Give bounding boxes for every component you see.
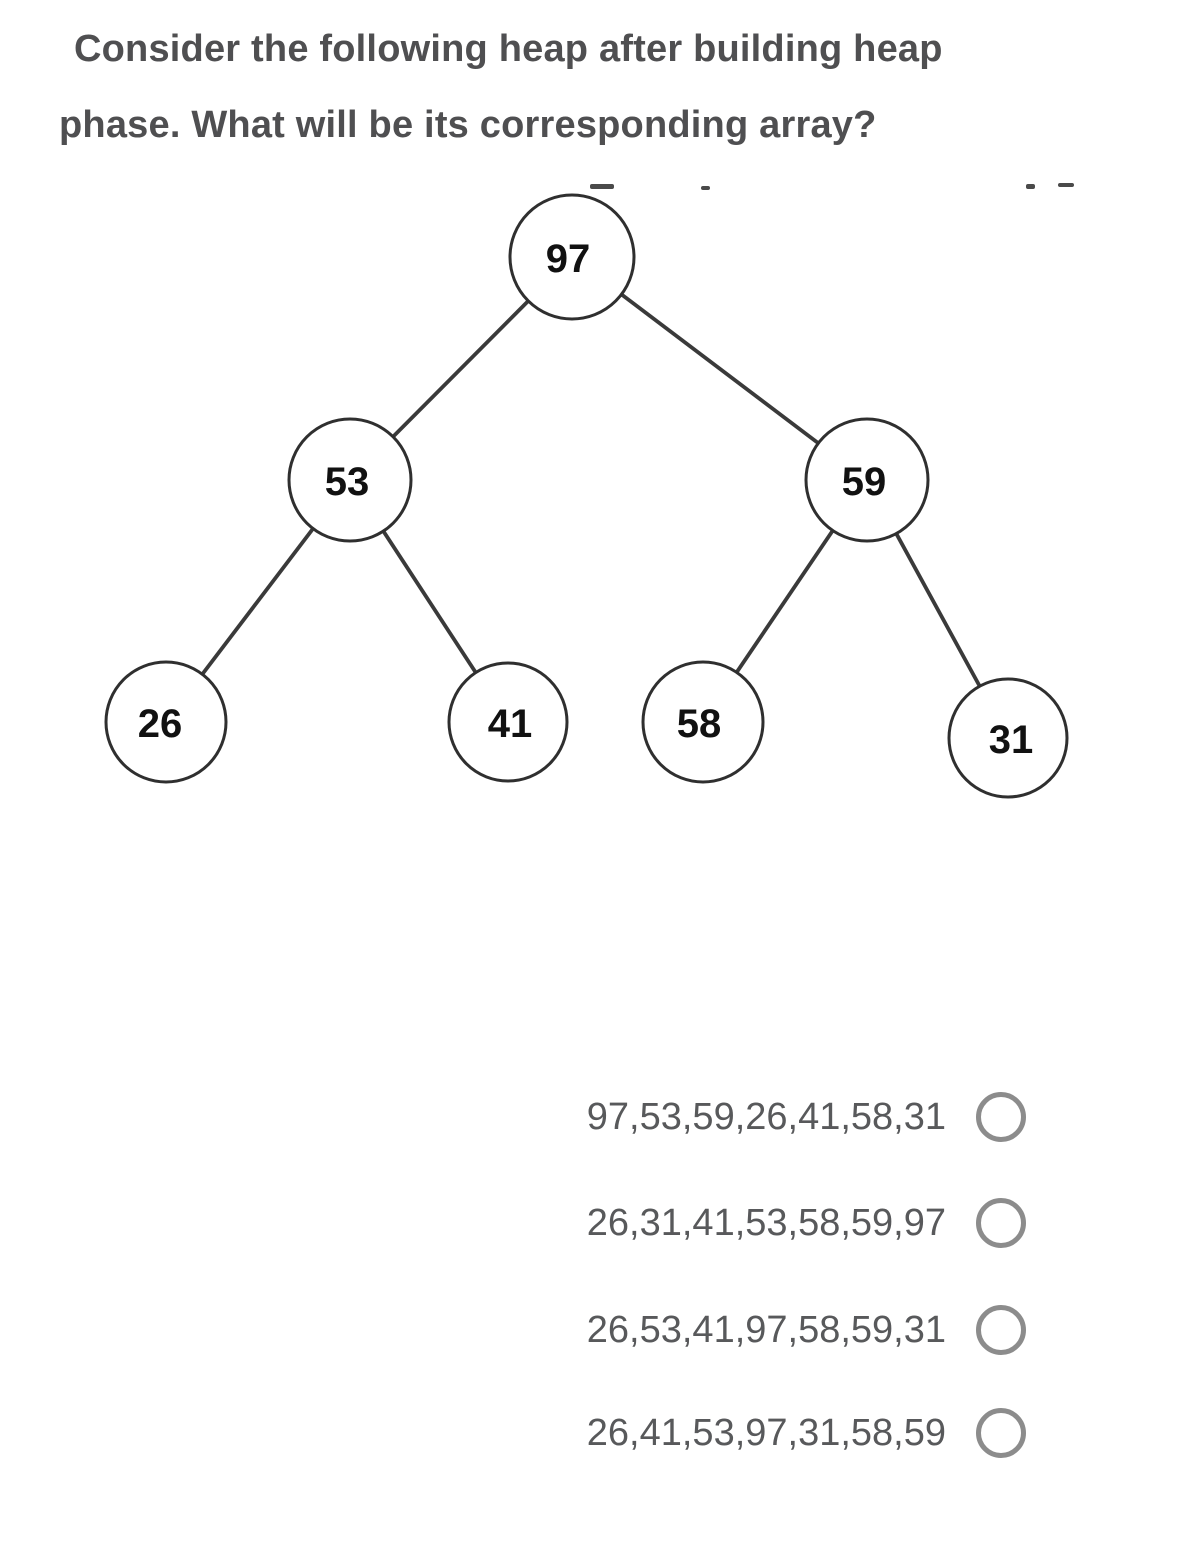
heap-node-value: 97 bbox=[546, 237, 591, 281]
radio-button[interactable] bbox=[976, 1198, 1026, 1248]
heap-node-leaf-2: 41 bbox=[447, 661, 569, 783]
heap-node-value: 59 bbox=[842, 460, 887, 504]
heap-node-value: 26 bbox=[138, 702, 183, 746]
answer-option-label: 26,53,41,97,58,59,31 bbox=[586, 1308, 946, 1351]
answer-option-2[interactable]: 26,31,41,53,58,59,97 bbox=[0, 1197, 1178, 1249]
cropped-text-artifact bbox=[590, 184, 614, 189]
cropped-text-artifact bbox=[1058, 183, 1074, 187]
cropped-text-artifact bbox=[1026, 184, 1035, 189]
heap-node-circle bbox=[641, 660, 765, 784]
cropped-text-artifact bbox=[701, 186, 710, 190]
answer-option-3[interactable]: 26,53,41,97,58,59,31 bbox=[0, 1304, 1178, 1356]
heap-node-circle bbox=[947, 677, 1069, 799]
heap-node-right: 59 bbox=[804, 417, 930, 543]
answer-option-label: 97,53,59,26,41,58,31 bbox=[586, 1095, 946, 1138]
answer-option-1[interactable]: 97,53,59,26,41,58,31 bbox=[0, 1091, 1178, 1143]
heap-node-value: 58 bbox=[677, 702, 722, 746]
heap-node-root: 97 bbox=[508, 193, 636, 321]
answer-option-4[interactable]: 26,41,53,97,31,58,59 bbox=[0, 1407, 1178, 1459]
heap-node-left: 53 bbox=[287, 417, 413, 543]
heap-node-leaf-3: 58 bbox=[641, 660, 765, 784]
question-line-1: Consider the following heap after buildi… bbox=[74, 28, 943, 70]
heap-node-circle bbox=[508, 193, 636, 321]
heap-node-circle bbox=[804, 417, 930, 543]
heap-node-circle bbox=[447, 661, 569, 783]
heap-node-circle bbox=[104, 660, 228, 784]
answer-option-label: 26,41,53,97,31,58,59 bbox=[586, 1411, 946, 1454]
heap-node-value: 31 bbox=[989, 718, 1034, 762]
heap-node-circle bbox=[287, 417, 413, 543]
answer-option-label: 26,31,41,53,58,59,97 bbox=[586, 1201, 946, 1244]
heap-tree-diagram: 97 53 59 26 41 58 31 bbox=[104, 183, 1074, 799]
radio-button[interactable] bbox=[976, 1305, 1026, 1355]
heap-node-value: 41 bbox=[488, 702, 533, 746]
heap-node-leaf-4: 31 bbox=[947, 677, 1069, 799]
radio-button[interactable] bbox=[976, 1408, 1026, 1458]
question-line-2: phase. What will be its corresponding ar… bbox=[59, 104, 877, 146]
heap-node-value: 53 bbox=[325, 460, 370, 504]
radio-button[interactable] bbox=[976, 1092, 1026, 1142]
heap-node-leaf-1: 26 bbox=[104, 660, 228, 784]
